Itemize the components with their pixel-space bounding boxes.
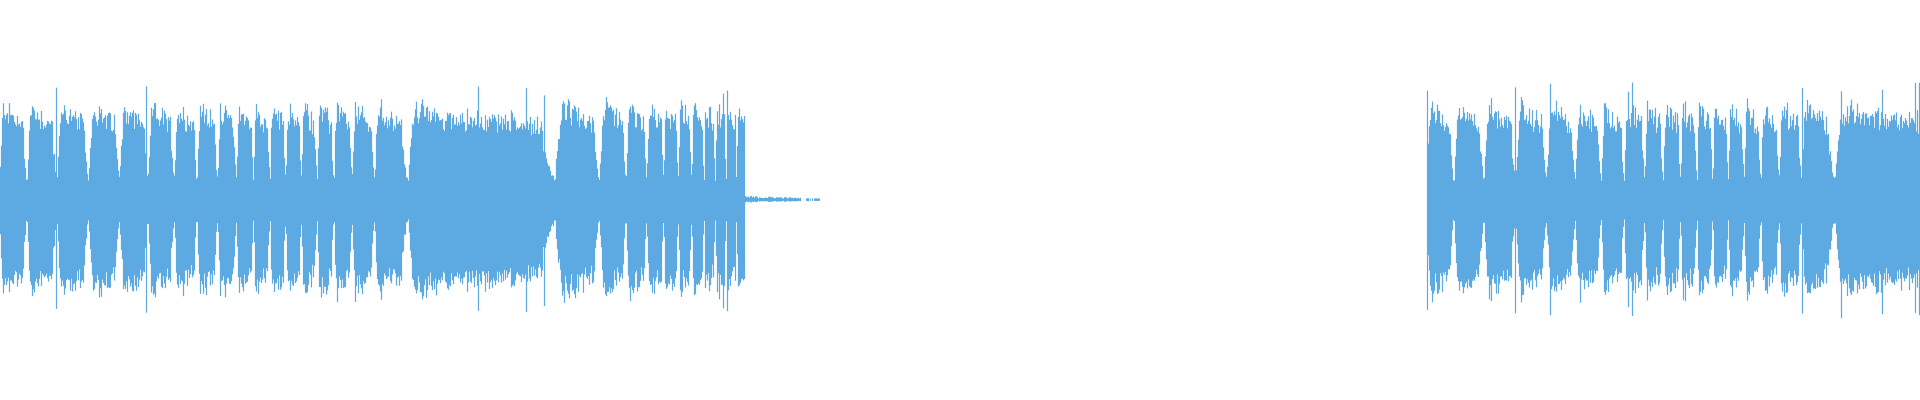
waveform-group <box>0 82 1920 319</box>
segment-1-tail <box>745 195 820 203</box>
segment-1-waveform <box>0 86 746 313</box>
segment-2-waveform <box>1426 82 1920 319</box>
